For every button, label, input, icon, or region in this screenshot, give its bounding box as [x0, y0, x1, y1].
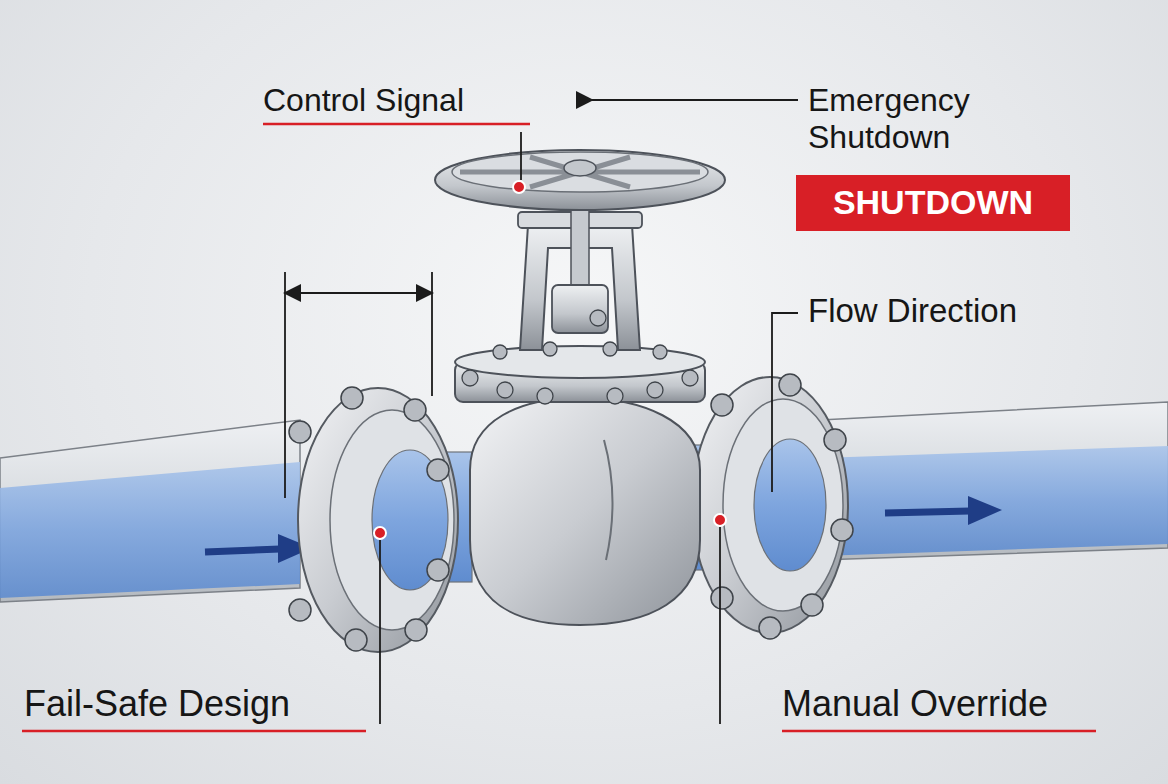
callout-label: Control Signal — [263, 82, 464, 119]
status-text: SHUTDOWN — [833, 184, 1033, 221]
callout-label: Flow Direction — [808, 292, 1017, 330]
callout-label: Fail-Safe Design — [24, 683, 290, 724]
callout-label: Manual Override — [782, 683, 1048, 724]
callout-label: Emergency Shutdown — [808, 82, 1058, 156]
status-box: SHUTDOWN — [796, 175, 1070, 231]
